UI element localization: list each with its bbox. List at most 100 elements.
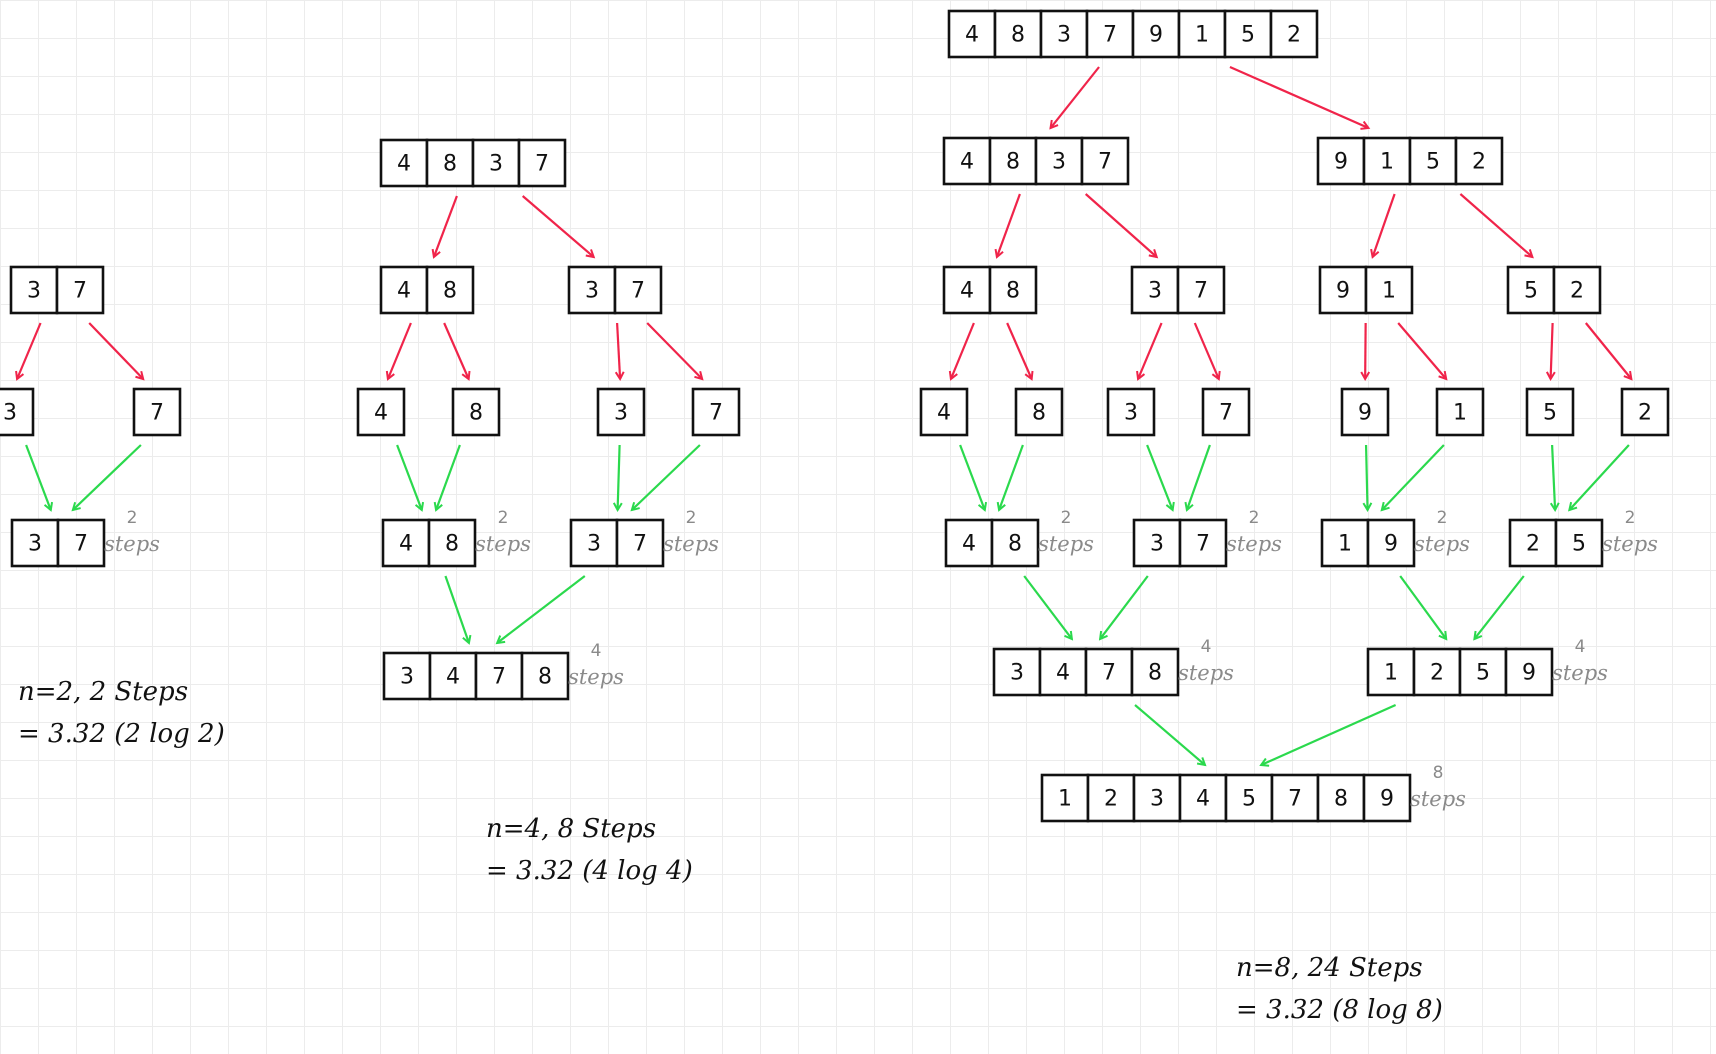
merge-arrow [436, 444, 461, 510]
merge-arrow [618, 444, 620, 510]
steps-label: steps [475, 532, 531, 556]
array-cell [613, 265, 663, 315]
cell-value: 4 [446, 665, 460, 690]
merge-arrow [444, 575, 469, 643]
split-arrow [1365, 322, 1366, 379]
merge-arrow [1366, 444, 1368, 510]
cell-value: 5 [1426, 150, 1440, 175]
cell-value: 9 [1358, 401, 1372, 426]
cell-value: 9 [1149, 23, 1163, 48]
array-node: 1 [1435, 387, 1485, 437]
array-cell [1362, 773, 1412, 823]
steps-label: steps [1410, 787, 1466, 811]
cell-value: 1 [1453, 401, 1467, 426]
cell-value: 2 [1287, 23, 1301, 48]
array-cell [56, 518, 106, 568]
cell-value: 8 [1148, 661, 1162, 686]
array-cell [1435, 387, 1485, 437]
steps-label: steps [104, 532, 160, 556]
cell-value: 7 [1098, 150, 1112, 175]
cell-value: 9 [1384, 532, 1398, 557]
cell-value: 7 [150, 401, 164, 426]
array-node: 9 [1340, 387, 1390, 437]
cell-value: 5 [1476, 661, 1490, 686]
array-cell [1086, 773, 1136, 823]
array-cell [1132, 518, 1182, 568]
array-cell [1525, 387, 1575, 437]
array-cell [1084, 647, 1134, 697]
cell-value: 7 [492, 665, 506, 690]
merge-arrow [497, 575, 586, 643]
split-arrow [1051, 66, 1100, 128]
array-cell [919, 387, 969, 437]
array-cell [1340, 387, 1390, 437]
cell-value: 8 [1032, 401, 1046, 426]
cell-value: 3 [1150, 787, 1164, 812]
steps-count: 2 [1437, 508, 1448, 528]
cell-value: 7 [74, 532, 88, 557]
split-arrow [1193, 322, 1219, 379]
array-cell [992, 647, 1042, 697]
merge-arrow [396, 444, 422, 510]
steps-count: 2 [1625, 508, 1636, 528]
cell-value: 7 [631, 279, 645, 304]
array-cell [1132, 773, 1182, 823]
split-arrow [997, 193, 1021, 257]
split-arrow [88, 322, 143, 379]
merge-arrow [1399, 575, 1446, 639]
split-arrow [1459, 193, 1532, 257]
steps-count: 4 [1201, 637, 1212, 657]
cell-value: 7 [535, 152, 549, 177]
cell-value: 3 [28, 532, 42, 557]
cell-value: 5 [1524, 279, 1538, 304]
cell-value: 3 [1010, 661, 1024, 686]
split-arrow [951, 322, 975, 379]
cell-value: 3 [400, 665, 414, 690]
cell-value: 1 [1195, 23, 1209, 48]
cell-value: 5 [1543, 401, 1557, 426]
split-arrow [1084, 193, 1157, 257]
cell-value: 8 [538, 665, 552, 690]
array-node: 7 [132, 387, 182, 437]
array-cell [1130, 647, 1180, 697]
merge-arrow [1474, 575, 1525, 639]
cell-value: 8 [1008, 532, 1022, 557]
merge-arrow [1569, 444, 1630, 510]
cell-value: 9 [1380, 787, 1394, 812]
cell-value: 4 [1056, 661, 1070, 686]
arrows-layer [17, 65, 1631, 765]
steps-count: 2 [1249, 508, 1260, 528]
array-node: 3 [1106, 387, 1156, 437]
steps-count: 2 [686, 508, 697, 528]
complexity-summary: n=8, 24 Steps = 3.32 (8 log 8) [1236, 953, 1443, 1025]
cell-value: 7 [633, 532, 647, 557]
split-arrow [521, 195, 594, 257]
array-cell [1454, 136, 1504, 186]
steps-label: steps [1414, 532, 1470, 556]
steps-label: steps [568, 665, 624, 689]
summary-line-formula: = 3.32 (8 log 8) [1236, 995, 1443, 1025]
cell-value: 8 [469, 401, 483, 426]
array-cell [1504, 647, 1554, 697]
split-arrow [646, 322, 702, 379]
merge-arrow [1382, 444, 1445, 510]
cell-value: 7 [1219, 401, 1233, 426]
cell-value: 7 [73, 279, 87, 304]
cell-value: 2 [1526, 532, 1540, 557]
merge-arrow [959, 444, 985, 510]
merge-arrow [632, 444, 701, 510]
summary-line-steps: n=8, 24 Steps [1236, 953, 1423, 983]
array-cell [1554, 518, 1604, 568]
steps-count: 2 [1061, 508, 1072, 528]
cell-value: 3 [587, 532, 601, 557]
